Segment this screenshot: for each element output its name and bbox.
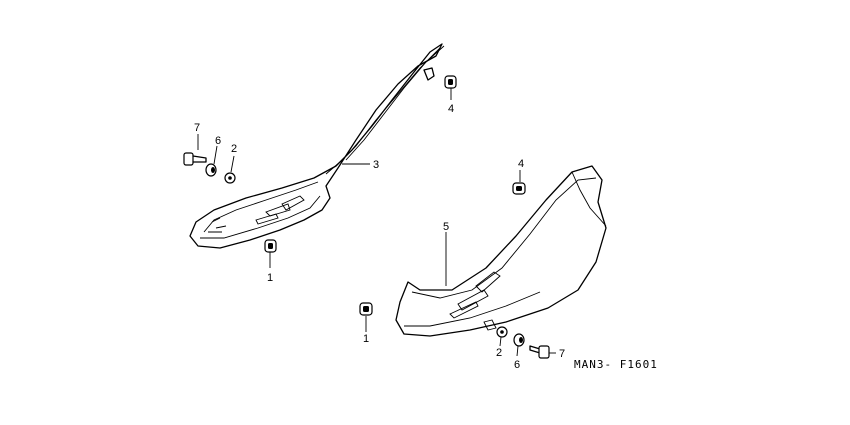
right-top-grommet-4[interactable] [512, 182, 526, 195]
callout-right-grommet: 1 [363, 333, 369, 345]
callout-left-collar: 6 [215, 135, 221, 147]
left-collar-6[interactable] [205, 163, 217, 177]
left-top-grommet-4[interactable] [444, 75, 457, 89]
right-grommet-1[interactable] [359, 302, 373, 316]
drawing-code: MAN3- F1601 [574, 358, 658, 371]
right-side-cover[interactable] [395, 165, 607, 337]
right-collar-6[interactable] [513, 333, 525, 347]
callout-right-cover: 5 [443, 221, 449, 233]
callout-left-bolt: 7 [194, 122, 200, 134]
left-grommet-1[interactable] [264, 239, 277, 253]
right-washer-2[interactable] [496, 326, 508, 338]
left-side-cover[interactable] [189, 43, 445, 251]
callout-left-top-grommet: 4 [448, 103, 454, 115]
callout-right-top-grommet: 4 [518, 158, 524, 170]
callout-left-cover: 3 [373, 159, 379, 171]
callout-left-washer: 2 [231, 143, 237, 155]
right-bolt-7[interactable] [529, 345, 550, 359]
callout-right-washer: 2 [496, 347, 502, 359]
callout-left-grommet: 1 [267, 272, 273, 284]
left-bolt-7[interactable] [183, 152, 207, 166]
left-washer-2[interactable] [224, 172, 236, 184]
leader-lines [197, 88, 556, 357]
callout-right-collar: 6 [514, 359, 520, 371]
callout-labels: 7 6 2 3 4 1 4 5 1 2 6 7 [194, 103, 565, 371]
callout-right-bolt: 7 [559, 348, 565, 360]
